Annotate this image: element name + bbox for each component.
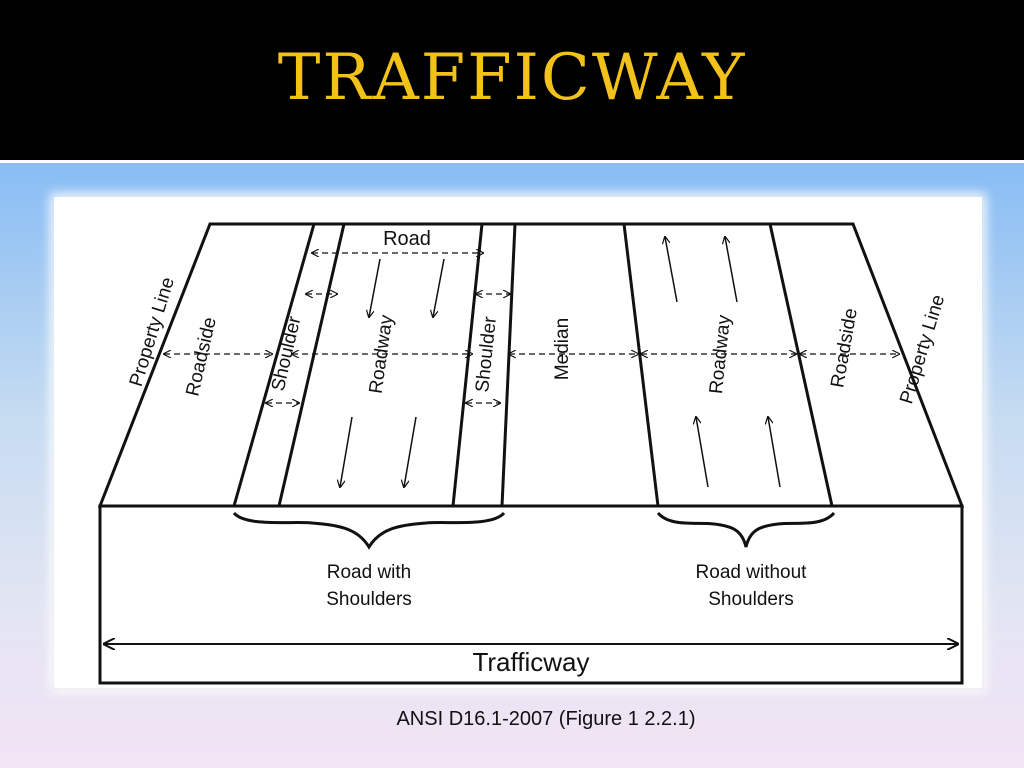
dimension-lines: [164, 253, 899, 403]
traffic-arrow-down-3: [340, 416, 353, 487]
roadside-right-label: Roadside: [827, 307, 862, 390]
shoulder-right-label: Shoulder: [472, 315, 501, 394]
shoulder-left-label: Shoulder: [268, 314, 306, 393]
shoulder-edge-left: [277, 223, 346, 507]
trafficway-diagram: Property Line Roadside Shoulder Roadway …: [97, 222, 965, 685]
shoulder-edge-inner-left: [451, 223, 484, 507]
roadway-right-label: Roadway: [706, 313, 735, 394]
roadway-edge-right: [768, 223, 834, 507]
traffic-arrow-up-2: [725, 237, 738, 303]
braces: [232, 511, 836, 550]
traffic-arrow-down-1: [369, 258, 381, 317]
title-divider: [0, 160, 1024, 163]
diagram-frame: Property Line Roadside Shoulder Roadway …: [54, 197, 982, 688]
road-with-shoulders-brace: [232, 511, 506, 550]
traffic-arrow-down-2: [433, 258, 445, 317]
traffic-arrow-up-1: [665, 237, 678, 303]
road-without-shoulders-label-line1: Road without: [696, 562, 808, 583]
title-bar: [0, 0, 1024, 160]
boundary-lines: [232, 223, 834, 507]
traffic-arrow-up-3: [696, 417, 709, 488]
road-with-shoulders-label-line1: Road with: [327, 562, 412, 583]
trafficway-label: Trafficway: [472, 647, 589, 677]
median-edge-right: [622, 223, 660, 507]
property-line-right-label: Property Line: [896, 292, 949, 406]
roadside-left-label: Roadside: [182, 315, 221, 398]
slide-title: TRAFFICWAY: [277, 41, 747, 115]
median-edge-left: [500, 223, 517, 507]
traffic-arrow-up-4: [768, 417, 781, 488]
road-with-shoulders-label-line2: Shoulders: [326, 589, 412, 610]
traffic-arrow-down-4: [404, 416, 417, 487]
median-label: Median: [552, 318, 573, 380]
road-without-shoulders-brace: [656, 511, 836, 548]
front-face: [98, 504, 964, 685]
figure-caption: ANSI D16.1-2007 (Figure 1 2.2.1): [396, 708, 696, 730]
roadside-edge-left: [232, 223, 316, 507]
road-label: Road: [383, 228, 431, 250]
road-without-shoulders-label-line2: Shoulders: [708, 589, 794, 610]
diagram-outline: [97, 222, 965, 685]
traffic-arrows: [340, 237, 781, 488]
